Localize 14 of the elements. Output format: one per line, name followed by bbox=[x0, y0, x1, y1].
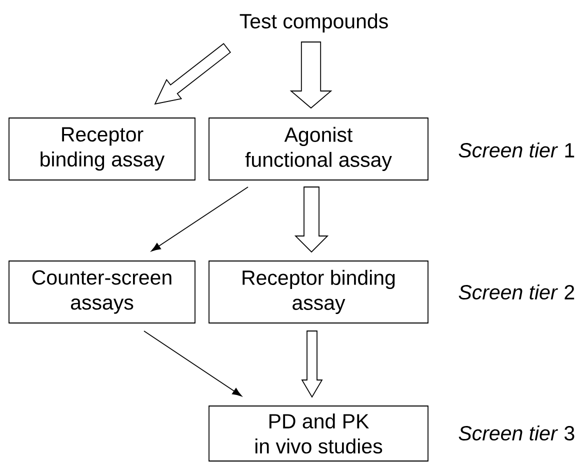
block-arrow bbox=[290, 42, 332, 109]
arrow bbox=[151, 186, 248, 252]
process-box: Receptor binding assay bbox=[208, 260, 428, 324]
tier-label: Screen tier 3 bbox=[458, 425, 574, 441]
process-box: PD and PK in vivo studies bbox=[208, 406, 428, 462]
process-box: Receptor binding assay bbox=[8, 118, 196, 180]
tier-label: Screen tier 1 bbox=[458, 142, 574, 158]
arrow bbox=[144, 330, 242, 396]
tier-label: Screen tier 2 bbox=[458, 284, 574, 300]
process-box: Agonist functional assay bbox=[208, 118, 428, 180]
block-arrow bbox=[301, 330, 323, 398]
input-text: Test compounds bbox=[240, 13, 388, 33]
process-box: Counter-screen assays bbox=[8, 260, 196, 324]
block-arrow bbox=[294, 186, 329, 253]
